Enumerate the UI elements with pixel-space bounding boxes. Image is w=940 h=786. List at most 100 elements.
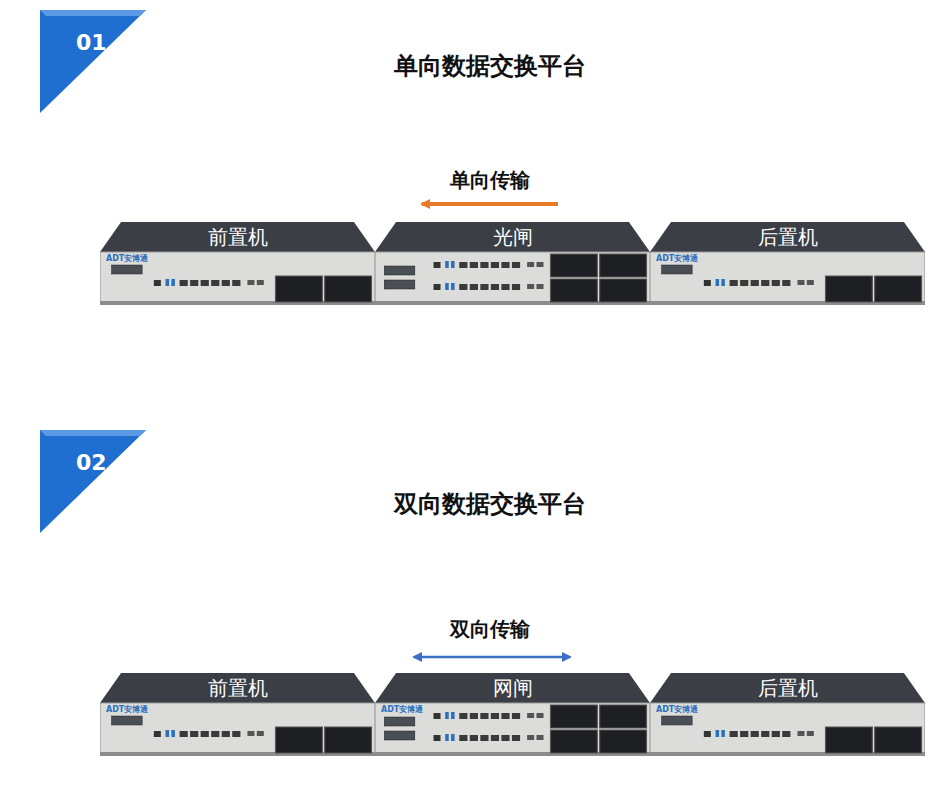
sfp-port [527,713,534,718]
device-lid [100,673,375,703]
device-label: 后置机 [650,673,925,703]
device-box: 前置机 [100,673,375,756]
network-port [501,735,509,741]
usb-port [721,279,725,286]
network-port [190,731,198,737]
network-port [222,280,230,286]
sfp-port [536,262,543,267]
network-port [459,262,467,268]
rj45-port [434,284,441,290]
rj45-port [434,713,441,719]
network-port [201,280,209,286]
sfp-port [536,713,543,718]
network-port [501,284,509,290]
callout-number: 02 [76,450,107,476]
usb-port [721,730,725,737]
usb-port [716,730,720,737]
section-badge [40,430,146,533]
usb-port [166,279,170,286]
network-port [761,280,769,286]
usb-port [451,712,455,719]
device-label: 前置机 [100,673,375,703]
usb-port [445,734,449,741]
network-port [459,713,467,719]
device-box: 前置机 [100,222,375,305]
rj45-port [154,280,161,286]
network-port [751,280,759,286]
network-port [480,284,488,290]
device-front [375,703,650,756]
network-port [501,713,509,719]
network-port [190,280,198,286]
network-port [480,735,488,741]
network-port [491,284,499,290]
lcd-screen [112,265,142,274]
expansion-module [875,727,922,753]
network-port [730,280,738,286]
device-box: 后置机 [650,222,925,305]
expansion-module [600,730,647,753]
device-front [100,252,375,305]
sfp-port [536,284,543,289]
expansion-module [276,276,323,302]
network-port [470,284,478,290]
lcd-screen [384,731,414,740]
lcd-screen [384,266,414,275]
expansion-module [875,276,922,302]
usb-port [445,712,449,719]
expansion-module [826,276,873,302]
network-port [470,262,478,268]
network-port [470,713,478,719]
usb-port [445,283,449,290]
device-label: 前置机 [100,222,375,252]
usb-port [166,730,170,737]
sfp-port [536,735,543,740]
network-port [740,731,748,737]
direction-arrow [414,656,570,659]
expansion-module [551,279,598,302]
network-port [730,731,738,737]
usb-port [171,279,175,286]
sfp-port [247,280,254,285]
network-port [201,731,209,737]
expansion-module [325,276,372,302]
usb-port [171,730,175,737]
rj45-port [154,731,161,737]
network-port [222,731,230,737]
sfp-port [527,284,534,289]
lcd-screen [112,716,142,725]
device-front [650,703,925,756]
expansion-module [600,279,647,302]
direction-arrow [422,202,558,206]
expansion-module [551,730,598,753]
device-lid [375,673,650,703]
network-port [211,280,219,286]
device-box: 光闸 [375,222,650,305]
rj45-port [704,731,711,737]
brand-logo: ADT安博通 [381,705,423,715]
sfp-port [807,280,814,285]
network-port [782,280,790,286]
network-port [180,731,188,737]
network-port [512,735,520,741]
badge-highlight [40,430,146,436]
sfp-port [247,731,254,736]
usb-port [716,279,720,286]
device-label: 网闸 [375,673,650,703]
network-port [512,262,520,268]
usb-port [451,283,455,290]
network-port [772,280,780,286]
brand-logo: ADT安博通 [656,254,698,264]
direction-label: 双向传输 [450,617,530,641]
network-port [751,731,759,737]
device-lid [100,222,375,252]
lcd-screen [662,716,692,725]
expansion-module [826,727,873,753]
network-port [459,735,467,741]
network-port [740,280,748,286]
section-title: 单向数据交换平台 [394,52,586,81]
sfp-port [257,280,264,285]
device-lid [650,222,925,252]
